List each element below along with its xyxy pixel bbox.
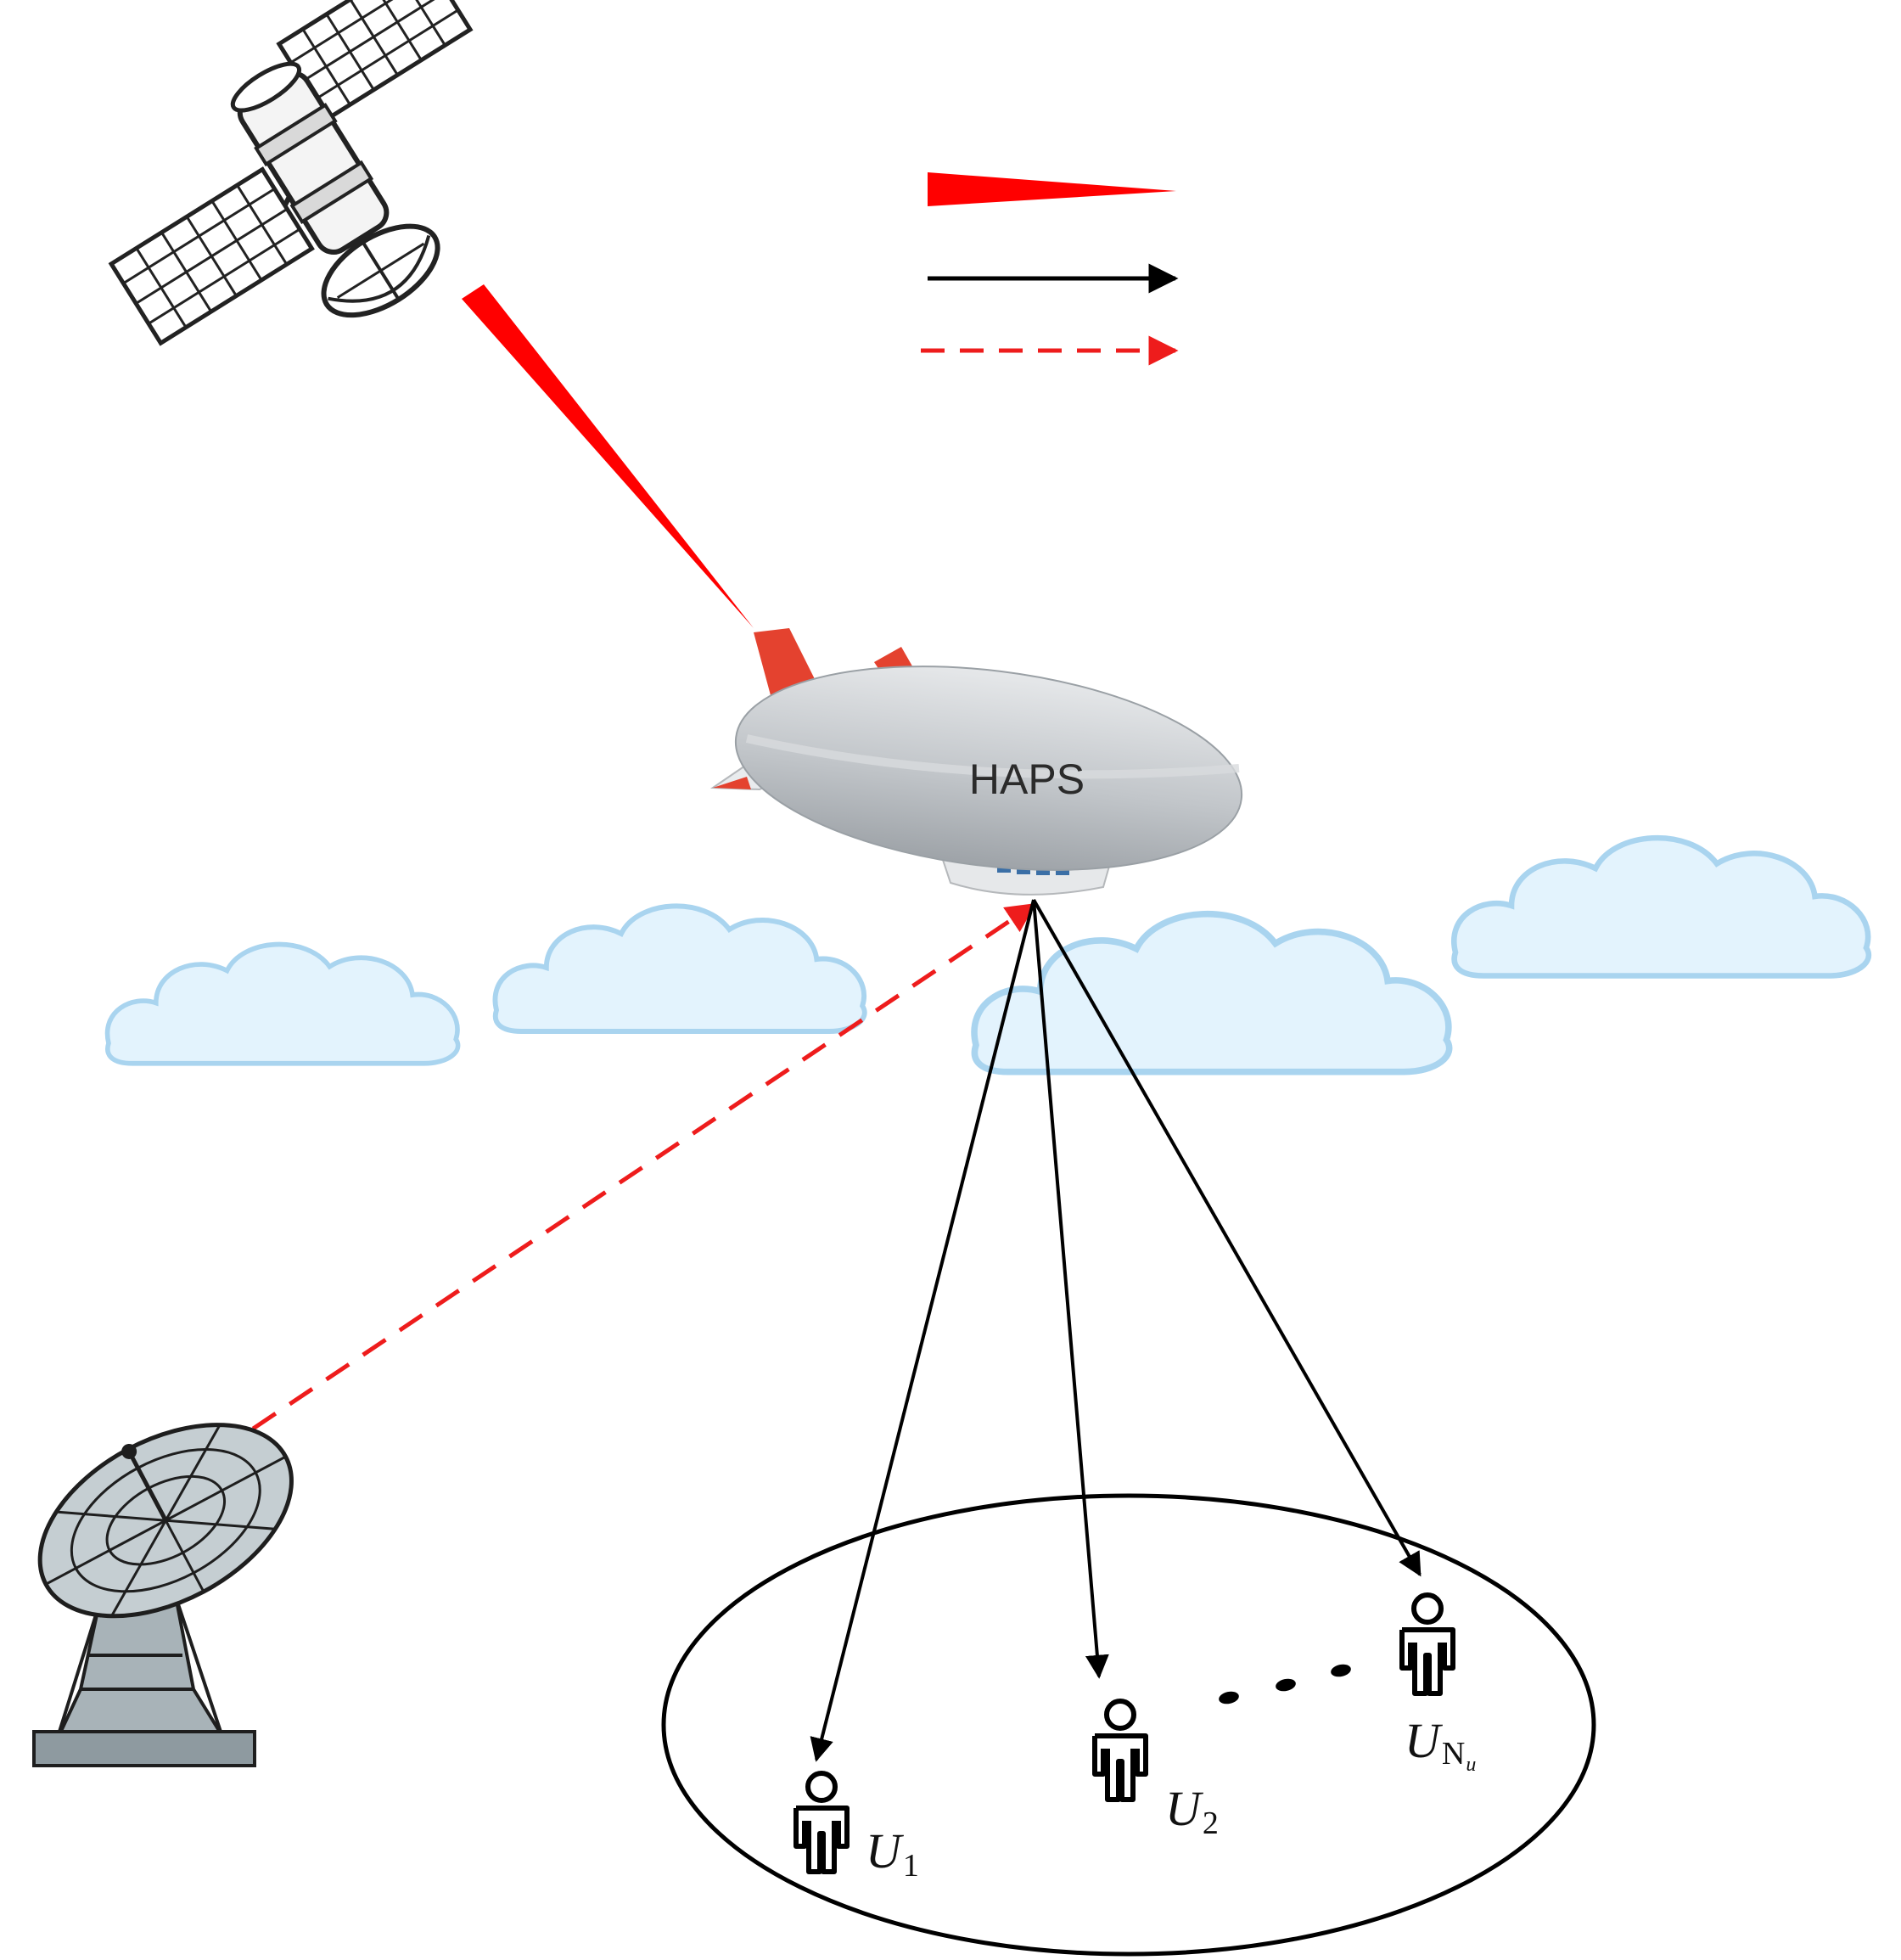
users: U1 U2 UNu: [793, 1592, 1476, 1884]
user-2-label: U2: [1165, 1781, 1219, 1841]
link-to-user-1: [810, 899, 1035, 1762]
cloud-4: [1454, 838, 1869, 975]
more-users-ellipsis: [1219, 1664, 1351, 1704]
person-icon: [793, 1771, 850, 1874]
satellite-left-solar-panel: [108, 166, 315, 346]
satellite-icon: [108, 0, 474, 346]
link-to-user-2: [1032, 899, 1109, 1679]
coverage-area: [661, 1493, 1596, 1957]
user-n-label: UNu: [1405, 1713, 1476, 1776]
legend: [921, 172, 1179, 366]
dish-antenna-icon: [32, 1423, 294, 1767]
person-icon: [1092, 1699, 1148, 1802]
link-to-user-n: [1032, 899, 1422, 1577]
ground-to-haps-link: [215, 902, 1036, 1456]
ground-station-dish: [37, 1423, 294, 1619]
cloud-2: [495, 906, 864, 1031]
person-icon: [1399, 1592, 1455, 1696]
legend-laser-link-symbol: [928, 172, 1176, 206]
user-1-label: U1: [866, 1823, 919, 1884]
laser-link-beam: [462, 284, 754, 628]
haps-user-links: [810, 899, 1422, 1762]
cloud-1: [108, 945, 458, 1064]
haps-label: HAPS: [969, 755, 1085, 803]
satellite-dish: [321, 223, 440, 318]
airship-icon: HAPS: [709, 628, 1243, 896]
